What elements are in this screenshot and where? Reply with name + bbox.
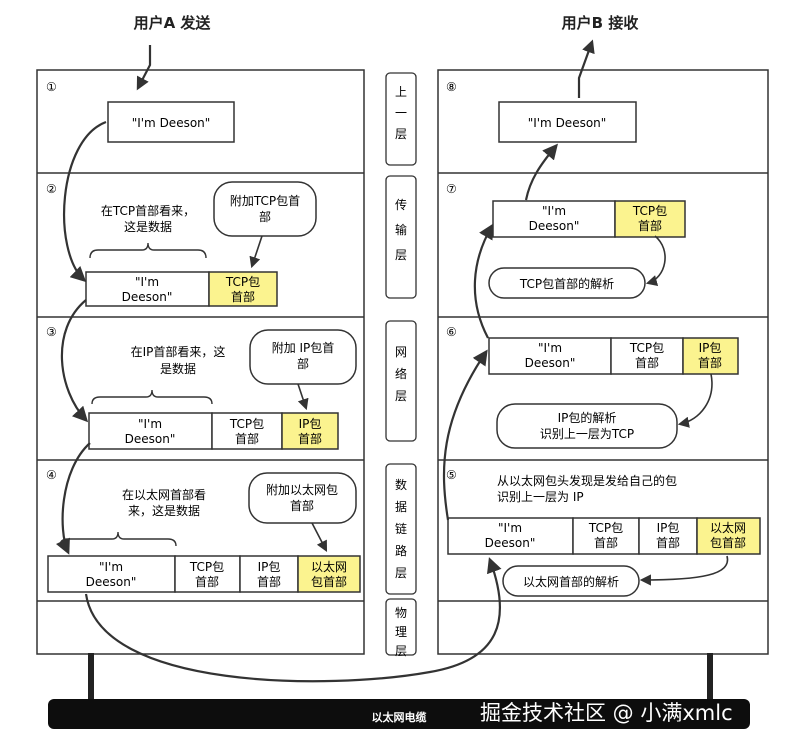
layer-name-datalink: 数据链路层	[395, 477, 407, 580]
layer-name-physical: 物理层	[395, 606, 407, 658]
receiver-bubbles	[488, 267, 678, 597]
sender-network-bubble-text: 附加 IP包首部	[272, 341, 335, 371]
receiver-eth-packet	[447, 517, 761, 555]
step-4: ④	[46, 468, 57, 482]
receiver-link-text: 从以太网包头发现是发给自己的包识别上一层为 IP	[497, 473, 677, 504]
sender-transport-thought: 在TCP首部看来，这是数据	[101, 203, 195, 234]
receiver-ip-tcp-header-text: TCP包首部	[629, 341, 664, 370]
step-6: ⑥	[446, 325, 457, 339]
receiver-tcp-header-text: TCP包首部	[632, 204, 667, 233]
step-8: ⑧	[446, 80, 457, 94]
sender-bubbles	[213, 181, 357, 524]
sender-ip-header-text: IP包首部	[298, 417, 322, 446]
receiver-network-bubble-text: IP包的解析识别上一层为TCP	[540, 410, 634, 441]
layer-name-upper: 上一层	[395, 85, 407, 141]
receiver-ip-packet	[488, 337, 739, 375]
flow-arrows	[55, 39, 729, 683]
sender-tcp-packet	[85, 271, 278, 307]
sender-label: 用户A 发送	[134, 14, 212, 32]
layer-name-network: 网络层	[395, 345, 407, 403]
sender-ip-tcp-header-text: TCP包首部	[229, 417, 264, 446]
sender-post	[88, 653, 94, 699]
sender-network-thought: 在IP首部看来，这是数据	[131, 344, 226, 376]
watermark: 掘金技术社区 @ 小满xmlc	[480, 701, 733, 725]
sender-eth-ip-header-text: IP包首部	[257, 560, 281, 589]
sender-transport-bubble-text: 附加TCP包首部	[230, 194, 300, 224]
step-1: ①	[46, 80, 57, 94]
receiver-payload-text: "I'm Deeson"	[528, 116, 607, 130]
step-7: ⑦	[446, 182, 457, 196]
sender-eth-header-text: 以太网包首部	[311, 559, 347, 589]
receiver-app-payload	[498, 101, 637, 143]
layer-name-column	[385, 72, 417, 656]
receiver-eth-tcp-header-text: TCP包首部	[588, 521, 623, 550]
step-5: ⑤	[446, 468, 457, 482]
cable-label: 以太网电缆	[372, 710, 427, 724]
layer-name-transport: 传输层	[395, 197, 407, 262]
receiver-link-bubble-text: 以太网首部的解析	[523, 574, 619, 589]
sender-link-thought: 在以太网首部看来，这是数据	[122, 487, 206, 518]
sender-eth-packet	[47, 555, 361, 593]
receiver-label: 用户B 接收	[562, 14, 639, 32]
sender-ip-packet	[88, 412, 339, 450]
receiver-tcp-packet	[492, 200, 686, 238]
receiver-ip-header-text: IP包首部	[698, 341, 722, 370]
receiver-eth-ip-header-text: IP包首部	[656, 521, 680, 550]
receiver-transport-bubble-text: TCP包首部的解析	[519, 276, 614, 291]
receiver-post	[707, 653, 713, 699]
sender-tcp-header-text: TCP包首部	[225, 275, 260, 304]
sender-payload-text: "I'm Deeson"	[132, 116, 211, 130]
step-3: ③	[46, 325, 57, 339]
sender-link-bubble-text: 附加以太网包首部	[266, 482, 338, 513]
sender-app-payload	[107, 101, 235, 143]
receiver-eth-header-text: 以太网包首部	[710, 520, 746, 550]
sender-eth-tcp-header-text: TCP包首部	[189, 560, 224, 589]
ethernet-cable	[48, 699, 750, 729]
step-2: ②	[46, 182, 57, 196]
